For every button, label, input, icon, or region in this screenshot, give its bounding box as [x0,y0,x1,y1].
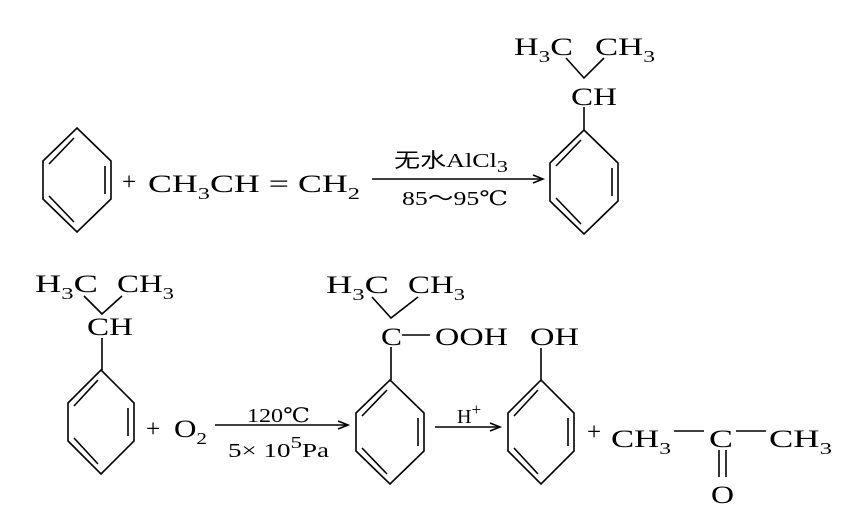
benzene-ring [42,126,112,234]
acid-catalyst-label: H+ [457,400,481,428]
bond [371,296,419,320]
inner-double-bond [361,389,388,417]
inner-double-bond [48,137,75,165]
arrowhead [532,174,546,184]
ch-group: CH [571,84,617,111]
inner-double-bond [48,195,75,223]
benzene-ring [355,378,425,486]
inner-double-bond [555,139,582,167]
inner-double-bond [513,447,539,475]
ch-group: CH [87,314,133,341]
temperature-label: 85～95℃ [402,188,508,210]
inner-double-bond [513,389,539,417]
carbonyl-oxygen: O [711,482,734,509]
benzene-ring [507,378,575,486]
inner-double-bond [73,379,99,407]
inner-double-bond [361,447,388,475]
benzene-ring [67,368,135,476]
bond [565,57,605,80]
arrowhead [337,420,351,430]
bond [83,295,123,316]
temperature-label: 120℃ [247,405,310,427]
hydroxyl-group: OH [530,324,579,351]
hydroperoxy-group: OOH [435,324,508,351]
plus-sign: + [122,169,136,196]
quaternary-carbon: C [381,324,402,351]
inner-double-bond [73,437,99,465]
plus-sign: + [146,416,160,443]
arrowhead [489,422,503,432]
plus-sign: + [587,419,601,446]
carbonyl-carbon: C [709,426,733,453]
inner-double-bond [555,197,582,225]
benzene-ring [549,128,619,236]
benzene-rings [42,126,619,486]
